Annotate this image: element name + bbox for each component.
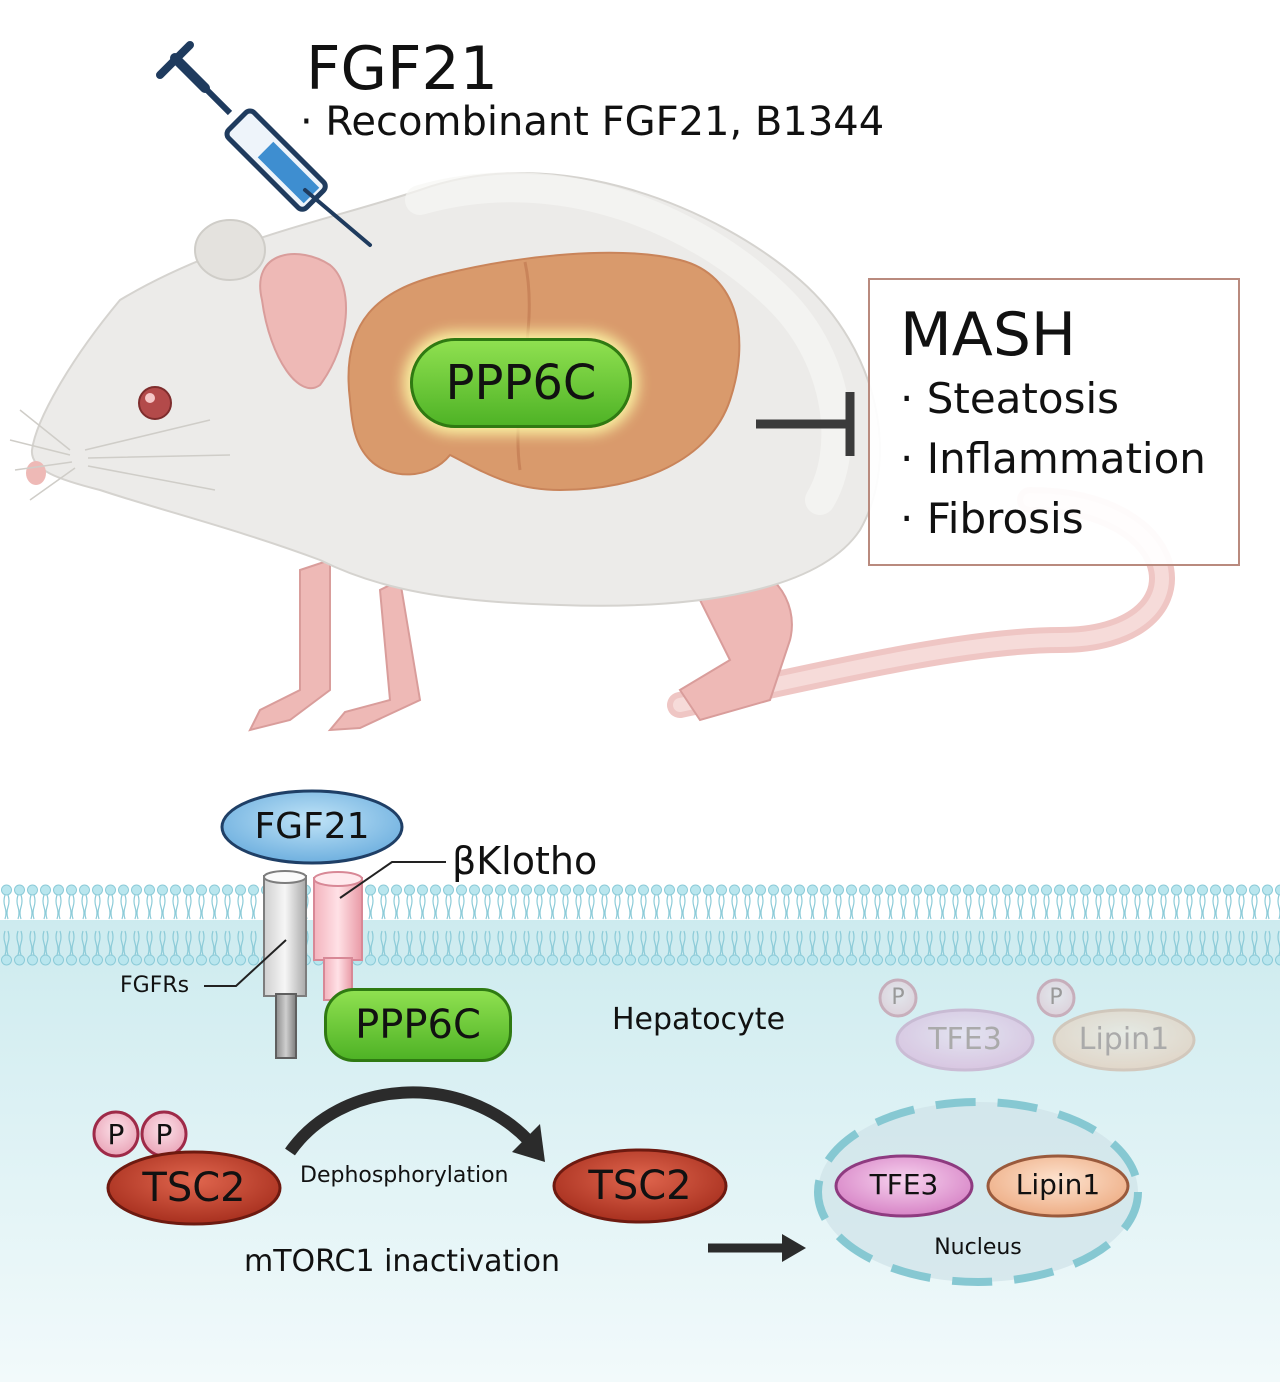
fgfr-receptor: [263, 870, 307, 1059]
tfe3-nuclear-label: TFE3: [869, 1168, 939, 1201]
syringe-icon: [156, 41, 372, 247]
tsc2-phosphorylated: [106, 1150, 282, 1226]
tfe3-cytoplasmic-label: TFE3: [928, 1022, 1002, 1057]
mash-item-fibrosis: · Fibrosis: [900, 494, 1084, 543]
phospho-tfe3-p: P: [891, 985, 905, 1010]
tsc2-p2-label: P: [155, 1118, 173, 1151]
mash-item-inflammation: · Inflammation: [900, 434, 1206, 483]
tsc2-p1-label: P: [107, 1118, 125, 1151]
liver-ppp6c-label: PPP6C: [410, 338, 632, 428]
phospho-lipin1-p: P: [1049, 985, 1063, 1010]
tfe3-nuclear: [834, 1154, 974, 1218]
lipin1-nuclear-label: Lipin1: [1015, 1168, 1101, 1201]
cell-type-label: Hepatocyte: [612, 1002, 786, 1037]
translocation-arrowhead: [782, 1234, 806, 1262]
mash-item-steatosis: · Steatosis: [900, 374, 1120, 423]
inhibition-arrow: [756, 392, 855, 456]
tsc2-phospho-label: TSC2: [142, 1165, 246, 1211]
mouse-illustration: [9, 172, 1175, 732]
dephosphorylation-arrow: [285, 1086, 533, 1156]
dephosphorylation-arrowhead: [512, 1124, 545, 1162]
mash-title: MASH: [900, 300, 1077, 370]
phosphate-group: [92, 1110, 140, 1158]
mtorc1-label: mTORC1 inactivation: [244, 1244, 561, 1279]
fgfr-leader: [204, 939, 287, 987]
klotho-label: βKlotho: [452, 839, 598, 883]
tsc2-label: TSC2: [588, 1163, 692, 1209]
lipin1-cytoplasmic-label: Lipin1: [1078, 1022, 1170, 1057]
nuclear-envelope: [814, 1098, 1142, 1286]
drug-title: FGF21: [306, 34, 498, 104]
beta-klotho: [313, 871, 363, 1001]
fgfr-label: FGFRs: [120, 973, 190, 998]
cell-membrane: [0, 884, 1280, 966]
mash-box: [868, 278, 1240, 566]
klotho-leader: [339, 861, 446, 899]
ligand-label: FGF21: [254, 806, 370, 847]
drug-subtitle: · Recombinant FGF21, B1344: [300, 99, 885, 145]
tsc2-dephosphorylated: [552, 1148, 728, 1224]
fgf21-ligand: [220, 789, 404, 865]
nucleus: [818, 1102, 1138, 1282]
phospho-cytoplasmic-factors: [878, 978, 1196, 1072]
membrane-ppp6c: PPP6C: [324, 988, 512, 1062]
dephosphorylation-label: Dephosphorylation: [300, 1163, 509, 1188]
nucleus-label: Nucleus: [934, 1235, 1022, 1260]
lipin1-nuclear: [986, 1154, 1130, 1218]
